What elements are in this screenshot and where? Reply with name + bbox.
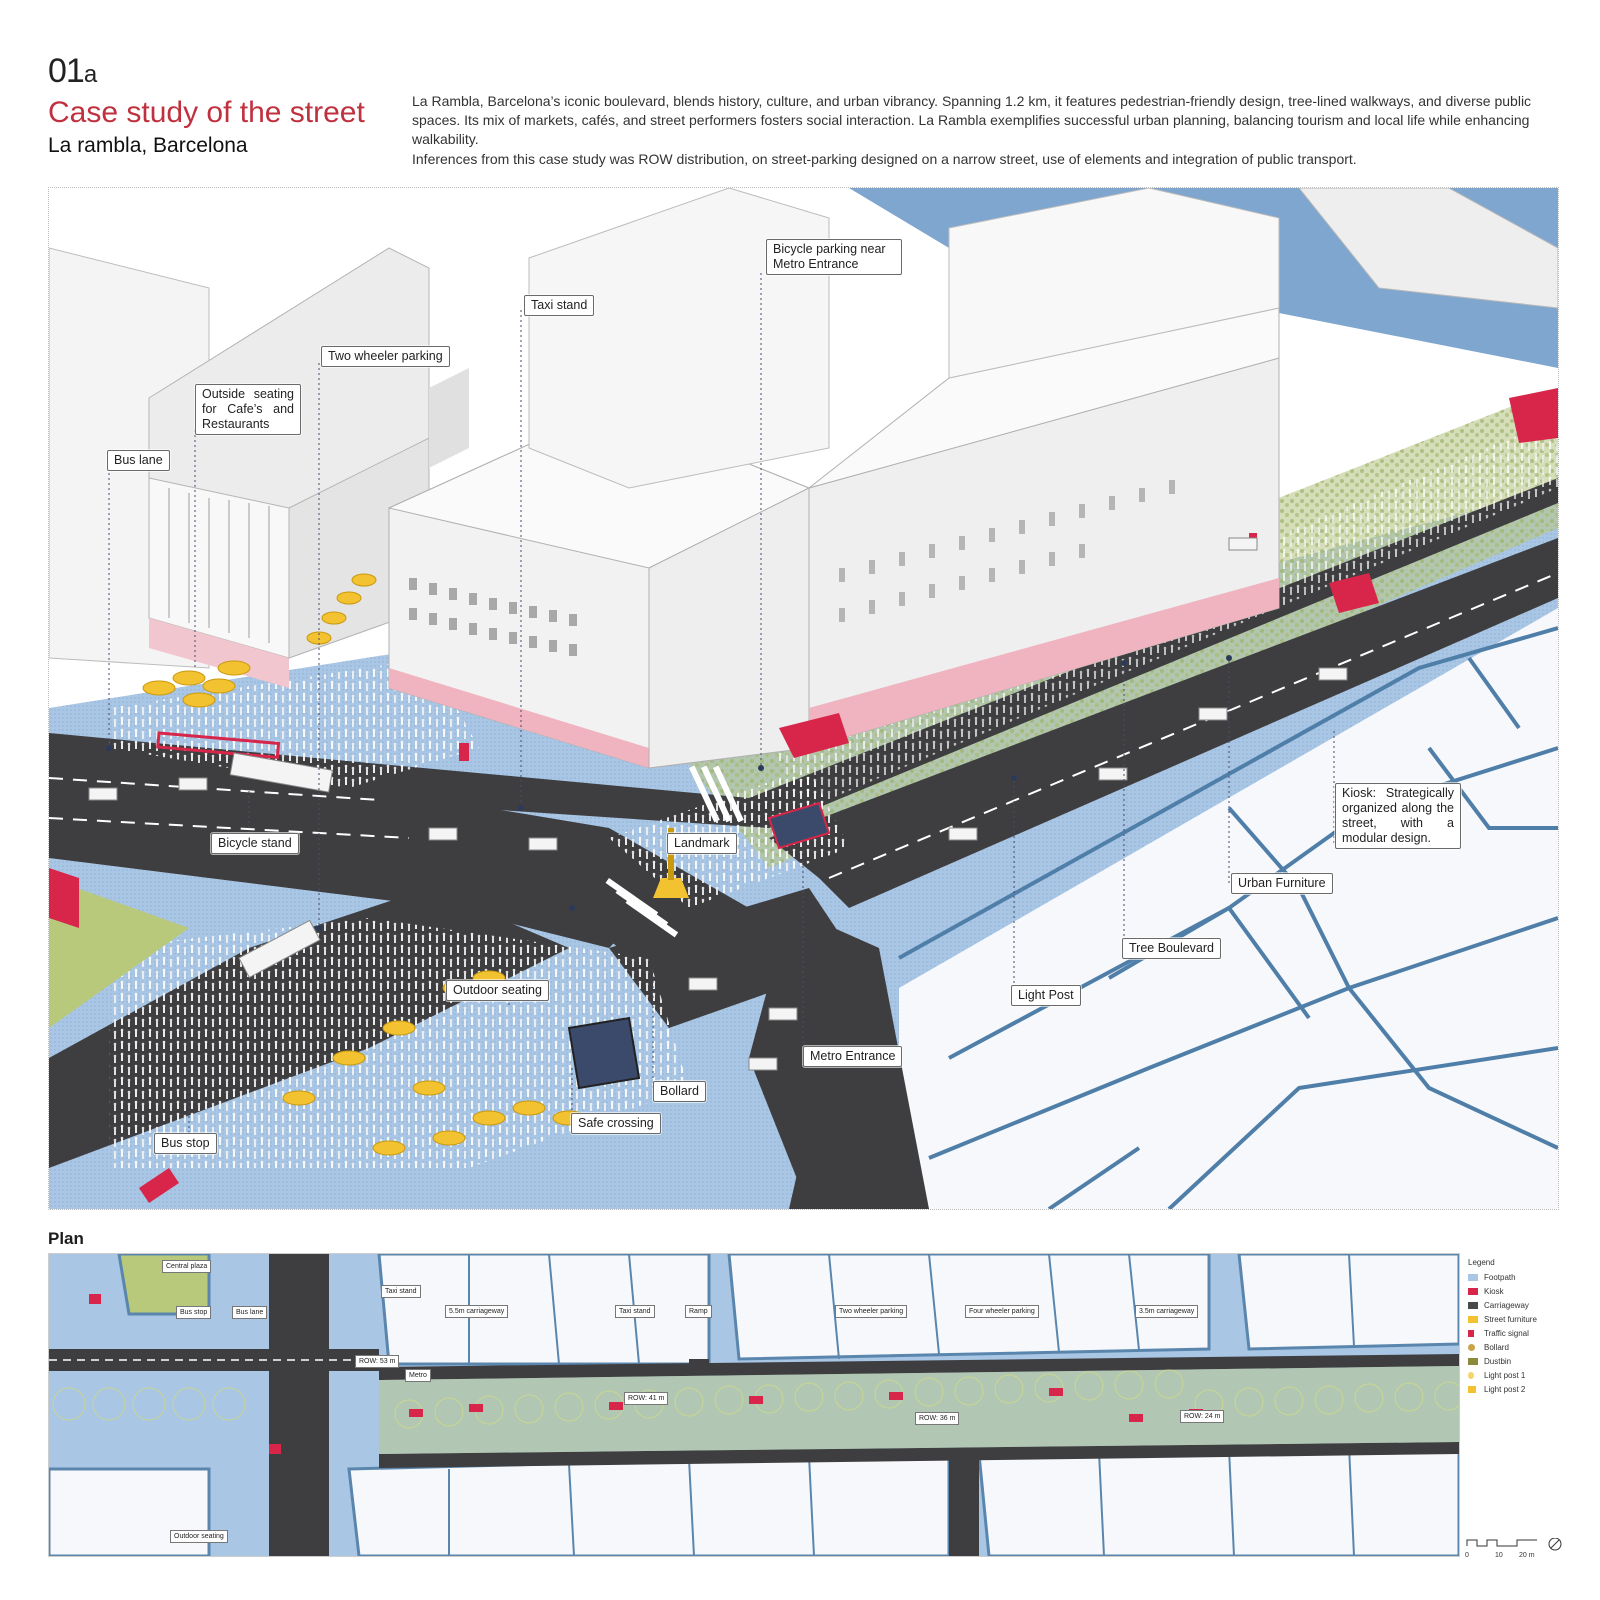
plan-label-taxi-stand-2: Taxi stand	[615, 1305, 655, 1318]
legend-swatch	[1468, 1301, 1478, 1309]
label-urban-furniture: Urban Furniture	[1231, 873, 1333, 894]
legend-swatch	[1468, 1287, 1478, 1295]
bus	[229, 752, 334, 793]
legend-title: Legend	[1468, 1258, 1495, 1267]
label-bicycle-stand: Bicycle stand	[211, 833, 299, 854]
metro-entrance	[767, 801, 831, 850]
plan-roads	[49, 1254, 1459, 1556]
scale-mid: 10	[1495, 1552, 1503, 1559]
kiosks	[139, 388, 1558, 1203]
north-arrow-icon	[1548, 1537, 1562, 1551]
plan-label-bus-stop: Bus stop	[176, 1306, 212, 1319]
scale-zero: 0	[1465, 1552, 1469, 1559]
legend-swatch	[1468, 1371, 1474, 1379]
legend-swatch	[1468, 1343, 1475, 1351]
scale-graphic	[1466, 1537, 1562, 1551]
plan-view: Central plaza Bus stop Bus lane Taxi sta…	[48, 1253, 1460, 1557]
plan-drawing	[49, 1254, 1459, 1556]
page-subtitle: La rambla, Barcelona	[48, 134, 248, 157]
label-outdoor-seating: Outdoor seating	[446, 980, 549, 1001]
axonometric-drawing	[49, 188, 1558, 1209]
label-outside-seating: Outside seating for Cafe’s and Restauran…	[195, 384, 301, 435]
axonometric-view: Bicycle parking near Metro Entrance Taxi…	[48, 187, 1559, 1210]
legend-swatch	[1468, 1385, 1476, 1393]
plan-label-5-5m-carriageway: 5.5m carriageway	[445, 1305, 509, 1318]
label-bollard: Bollard	[653, 1081, 706, 1102]
legend-item: Light post 2	[1468, 1382, 1588, 1396]
plan-tree-band	[379, 1366, 1459, 1454]
plan-label-3-5m-carriageway: 3.5m carriageway	[1135, 1305, 1199, 1318]
cars	[88, 537, 1348, 1071]
plan-label-ramp: Ramp	[685, 1305, 712, 1318]
plan-kiosks	[89, 1294, 1203, 1454]
inference-text: Inferences from this case study was ROW …	[412, 151, 1357, 167]
plan-label-row-41: ROW: 41 m	[624, 1392, 669, 1405]
label-light-post: Light Post	[1011, 985, 1081, 1006]
label-two-wheeler-parking: Two wheeler parking	[321, 346, 450, 367]
plan-label-taxi-stand-1: Taxi stand	[381, 1285, 421, 1298]
buildings	[49, 188, 1558, 769]
plan-label-two-wheeler: Two wheeler parking	[835, 1305, 908, 1318]
label-safe-crossing: Safe crossing	[571, 1113, 661, 1134]
label-tree-boulevard: Tree Boulevard	[1122, 938, 1221, 959]
plan-label-row-24: ROW: 24 m	[1180, 1410, 1225, 1423]
description: La Rambla, Barcelona’s iconic boulevard,…	[412, 93, 1532, 147]
plan-label-four-wheeler: Four wheeler parking	[965, 1305, 1039, 1318]
label-metro-entrance: Metro Entrance	[803, 1046, 903, 1067]
pedestrians	[109, 658, 479, 788]
scale-bar: 0 10 20 m	[1465, 1537, 1565, 1562]
block-edges	[898, 626, 1558, 1209]
legend-swatch	[1468, 1357, 1478, 1365]
legend-swatch	[1468, 1329, 1474, 1337]
central-plaza	[49, 878, 189, 1028]
legend-item: Footpath	[1468, 1270, 1588, 1284]
leader-dots	[106, 655, 1232, 931]
page-title: Case study of the street	[48, 96, 365, 129]
legend-item: Dustbin	[1468, 1354, 1588, 1368]
plan-block-lines	[448, 1254, 1355, 1556]
plan-label-bus-lane: Bus lane	[232, 1306, 268, 1319]
plan-trees	[52, 1369, 1459, 1429]
legend-item: Carriageway	[1468, 1298, 1588, 1312]
scale-end: 20 m	[1519, 1552, 1535, 1559]
kiosk	[49, 868, 79, 928]
label-landmark: Landmark	[667, 833, 737, 854]
lane-markings	[49, 572, 1558, 879]
legend-item: Kiosk	[1468, 1284, 1588, 1298]
legend-item: Light post 1	[1468, 1368, 1588, 1382]
label-bicycle-parking: Bicycle parking near Metro Entrance	[766, 239, 902, 275]
label-bus-lane: Bus lane	[107, 450, 170, 471]
plan-label-row-36: ROW: 36 m	[915, 1412, 960, 1425]
plan-label-outdoor-seating: Outdoor seating	[170, 1530, 228, 1543]
landmark-column	[668, 828, 674, 880]
legend: Legend Footpath Kiosk Carriageway Street…	[1468, 1258, 1588, 1396]
bus	[238, 919, 321, 979]
metro-entrance	[567, 1016, 641, 1090]
plan-label-metro: Metro	[405, 1369, 431, 1382]
bus-lane	[156, 731, 281, 760]
legend-item: Street furniture	[1468, 1312, 1588, 1326]
label-kiosk: Kiosk: Strategically organized along the…	[1335, 783, 1461, 849]
plan-label-row-53: ROW: 53 m	[355, 1355, 400, 1368]
plan-label-central-plaza: Central plaza	[162, 1260, 212, 1273]
label-taxi-stand: Taxi stand	[524, 295, 595, 316]
leader-lines	[108, 273, 1335, 1143]
landmark-base	[653, 878, 689, 898]
legend-item: Traffic signal	[1468, 1326, 1588, 1340]
plan-blocks	[49, 1254, 1459, 1556]
legend-item: Bollard	[1468, 1340, 1588, 1354]
case-number: 01a	[48, 52, 97, 90]
label-bus-stop: Bus stop	[154, 1133, 217, 1154]
legend-swatch	[1468, 1315, 1478, 1323]
legend-swatch	[1468, 1273, 1478, 1281]
plan-heading: Plan	[48, 1229, 84, 1248]
